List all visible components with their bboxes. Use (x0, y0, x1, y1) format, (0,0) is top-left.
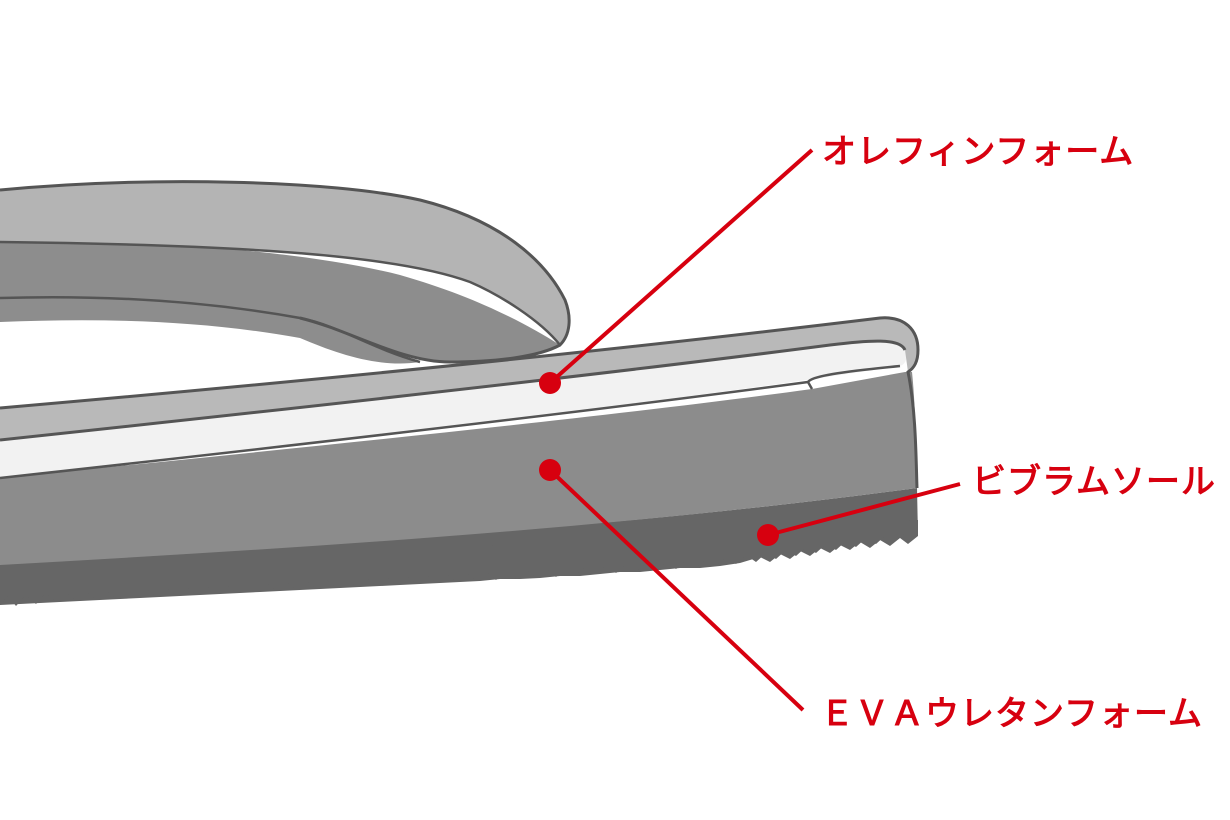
strap-lower-edge (0, 295, 421, 364)
leader-vibram (767, 482, 961, 537)
sole-top-rim (0, 317, 918, 440)
strap-light-top (0, 181, 570, 345)
marker-eva (539, 459, 561, 481)
leader-eva (548, 468, 805, 712)
eva-foam-layer (0, 372, 917, 565)
leader-olefin (548, 148, 814, 385)
heel-inner-line (806, 364, 901, 383)
marker-vibram (757, 524, 779, 546)
strap-crease (0, 240, 561, 346)
label-eva-urethane-foam: ＥＶＡウレタンフォーム (820, 694, 1203, 734)
label-vibram-sole: ビブラムソール (972, 462, 1216, 502)
olefin-foam-band (0, 341, 907, 478)
strap-bottom-band (0, 297, 420, 364)
vibram-sole-teeth (0, 520, 918, 606)
label-olefin-foam: オレフィンフォーム (822, 132, 1135, 172)
strap-outline (0, 180, 571, 364)
marker-olefin (539, 372, 561, 394)
strap-dark-underside (0, 240, 560, 362)
sole-outline (0, 316, 920, 489)
band-lower-line (0, 380, 814, 480)
rim-inner-line (0, 339, 907, 442)
